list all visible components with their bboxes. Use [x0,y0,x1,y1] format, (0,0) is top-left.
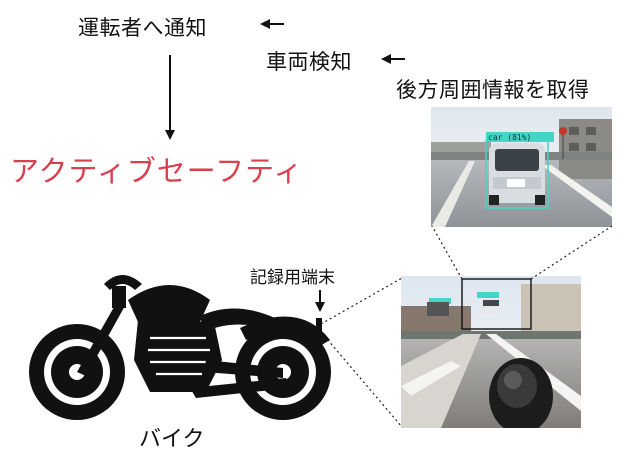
recording-terminal-device [316,318,322,332]
rear-detection-photo: car (81%) [431,107,612,227]
terminal-view-photo [401,276,581,428]
motorcycle-icon [29,275,331,420]
rear-photo-scene: car (81%) [431,119,612,227]
recording-terminal-label: 記録用端末 [250,268,335,288]
zoom-line-right [530,225,613,280]
zoom-line-bottom [320,331,403,428]
notify-driver-label: 運転者へ通知 [78,16,207,40]
terminal-view-scene [401,278,581,428]
bike-label: バイク [139,427,205,452]
detection-tag-bg [486,132,554,142]
active-safety-label: アクティブセーフティ [10,154,304,188]
vehicle-detection-label: 車両検知 [266,50,352,74]
acquire-rear-info-label: 後方周囲情報を取得 [396,78,590,102]
zoom-line-left [431,225,463,280]
zoom-line-top [320,277,403,325]
detection-tag: car (81%) [488,133,531,142]
